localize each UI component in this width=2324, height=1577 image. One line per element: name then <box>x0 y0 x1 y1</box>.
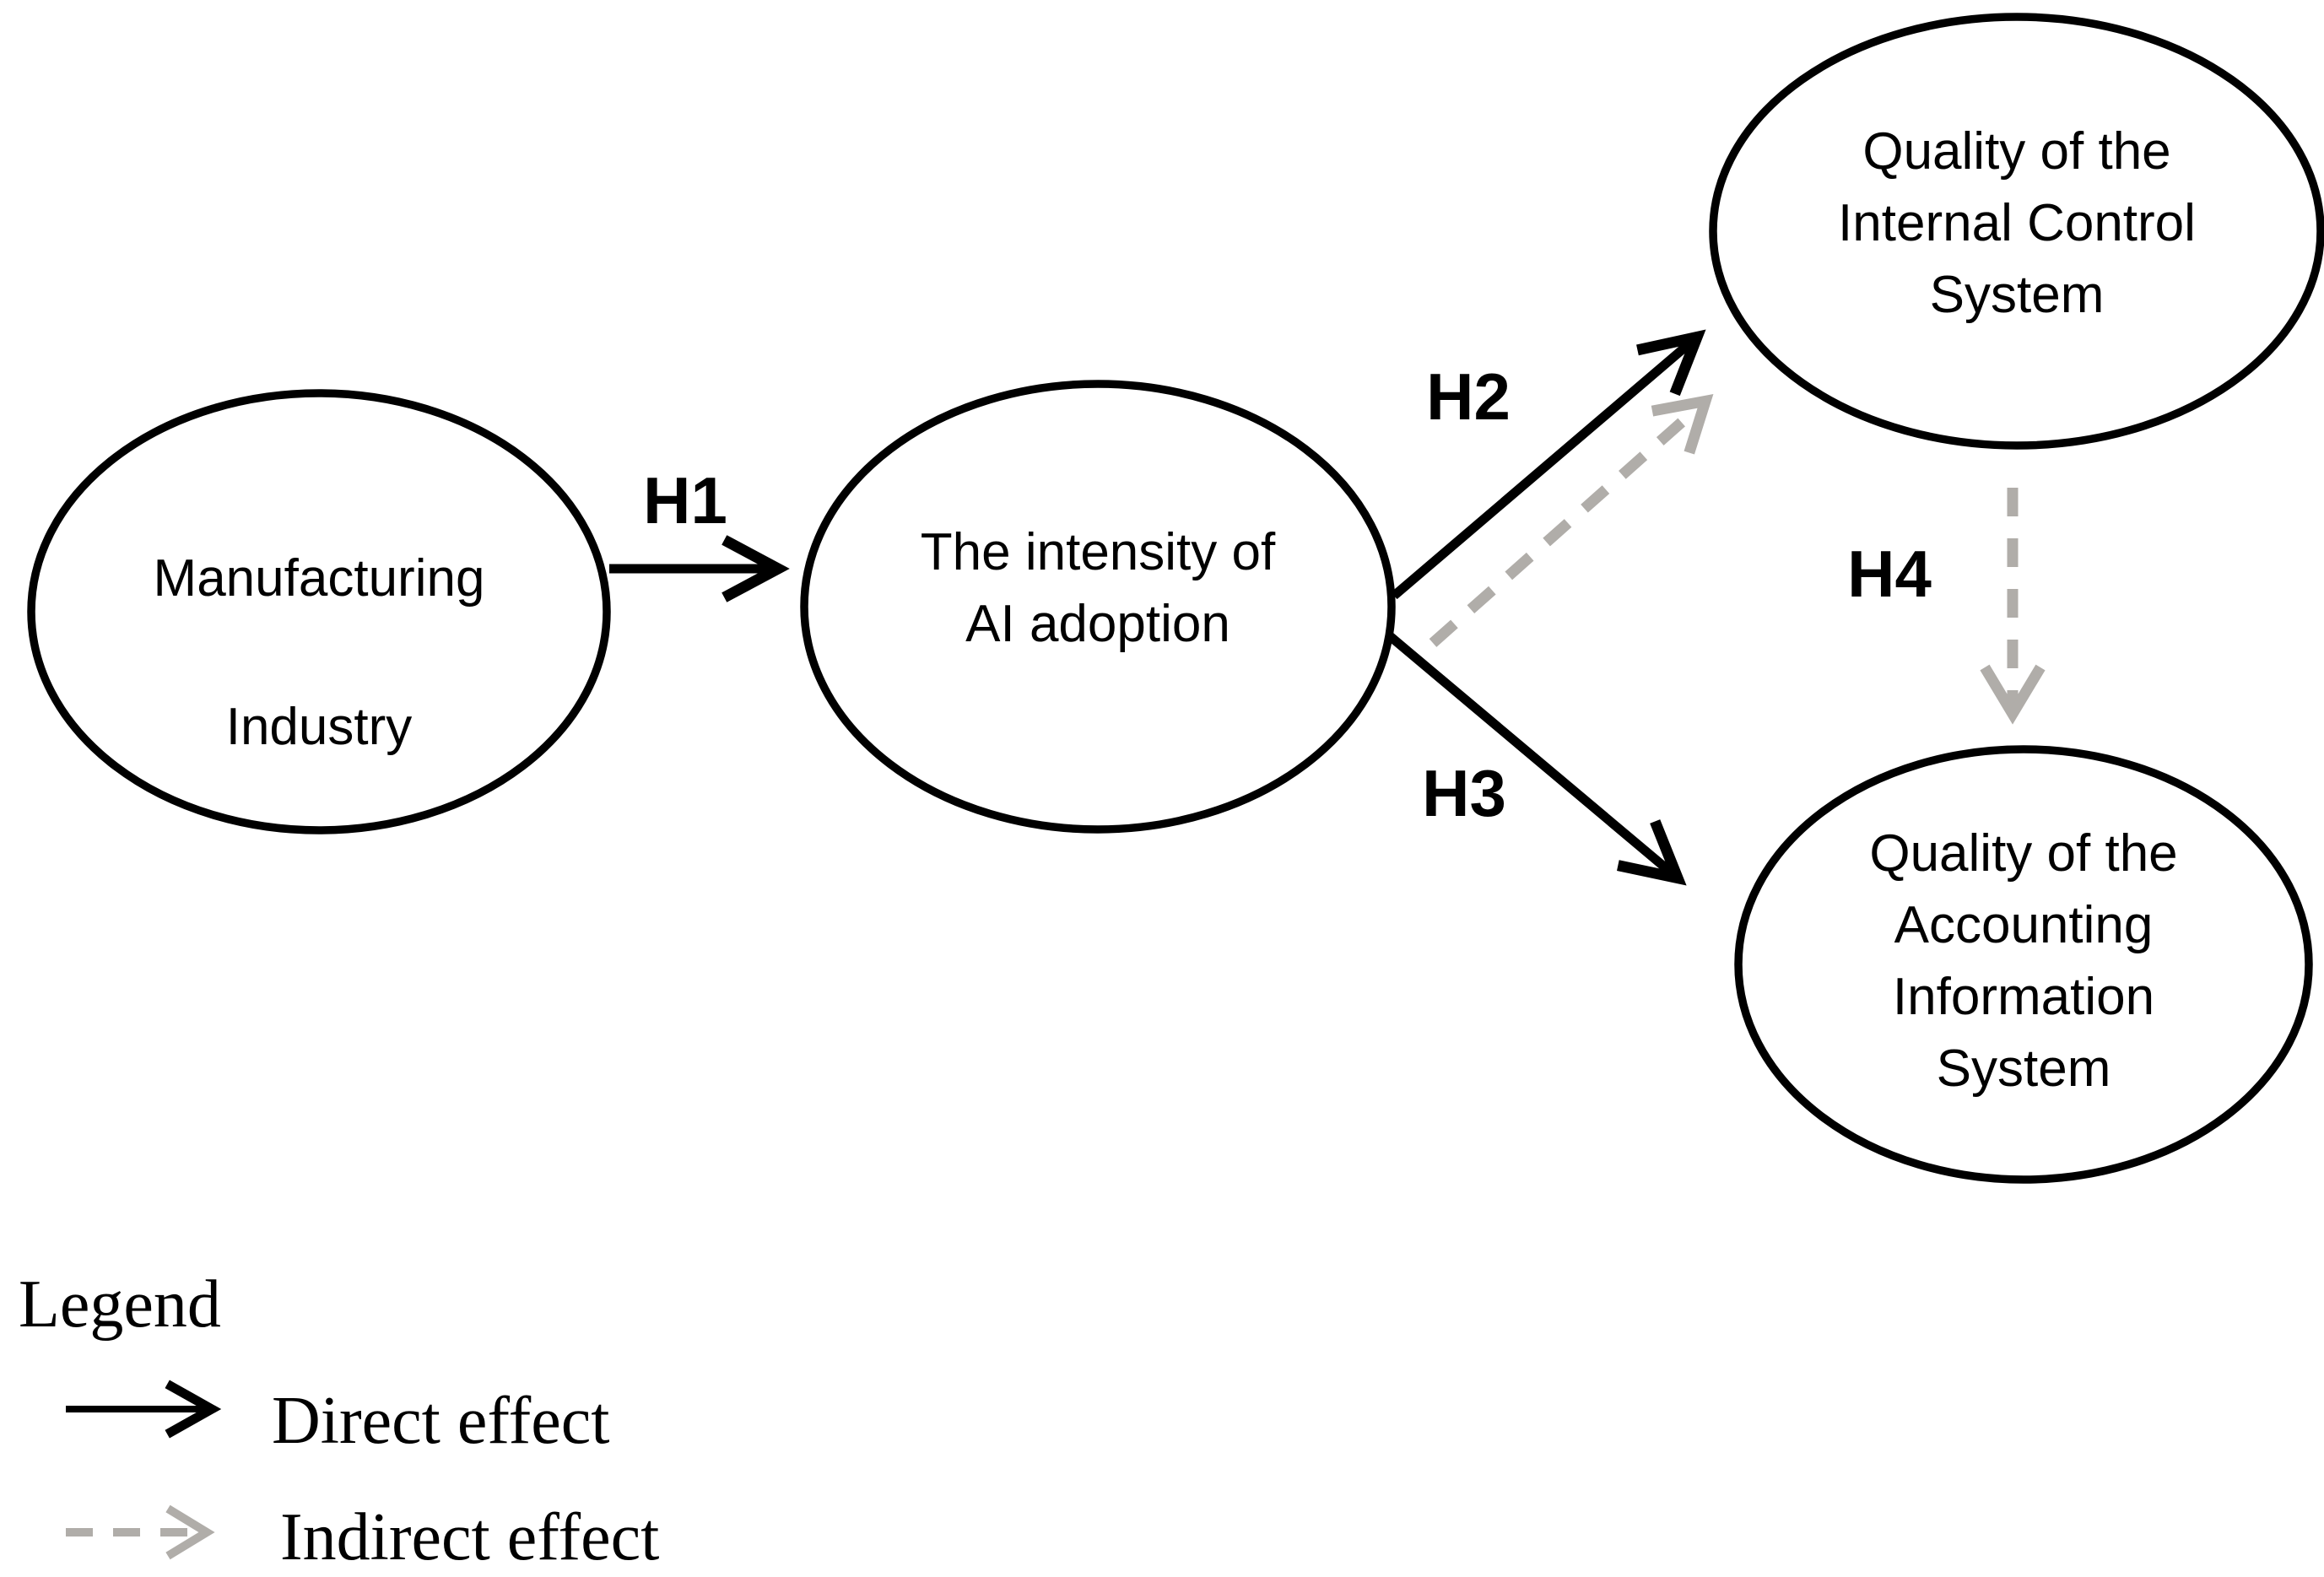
node-label-line: System <box>1930 266 2105 324</box>
node-ellipse-manufacturing-industry <box>27 389 611 834</box>
node-ellipse-accounting-information-quality <box>1734 745 2313 1184</box>
edge-label-h4: H4 <box>1847 537 1932 611</box>
node-ai-adoption-intensity: The intensity of AI adoption <box>800 380 1396 834</box>
node-label-line: Quality of the <box>1862 122 2170 181</box>
edge-h2-direct-arrow <box>1391 329 1706 600</box>
legend-item-indirect: Indirect effect <box>66 1500 659 1574</box>
node-label-line: Information <box>1893 968 2154 1026</box>
node-accounting-information-quality: Quality of the Accounting Information Sy… <box>1734 745 2313 1184</box>
edge-label-h2: H2 <box>1426 359 1511 434</box>
edges <box>609 329 2046 886</box>
node-label-line: AI adoption <box>965 595 1230 653</box>
node-internal-control-quality: Quality of the Internal Control System <box>1709 13 2324 450</box>
node-label-line: Industry <box>226 698 413 756</box>
edge-label-h1: H1 <box>643 463 727 537</box>
edge-mediated-indirect-arrow <box>1429 393 1714 647</box>
legend-item-direct: Direct effect <box>66 1380 609 1458</box>
node-ellipse-internal-control-quality <box>1709 13 2324 450</box>
node-label-line: Internal Control <box>1838 194 2196 252</box>
edge-h3-direct-arrow <box>1381 627 1687 886</box>
legend-item-label: Indirect effect <box>280 1500 659 1574</box>
edge-label-h3: H3 <box>1422 756 1506 830</box>
node-label-line: Manufacturing <box>154 549 485 608</box>
node-label-line: Accounting <box>1894 896 2154 954</box>
legend-title: Legend <box>19 1267 221 1342</box>
node-label-line: Quality of the <box>1869 824 2177 883</box>
node-manufacturing-industry: Manufacturing Industry <box>27 389 611 834</box>
edge-labels: H1 H2 H3 H4 <box>643 359 1932 830</box>
legend-item-label: Direct effect <box>272 1384 609 1458</box>
node-label-line: The intensity of <box>921 523 1276 581</box>
node-ellipse-ai-adoption-intensity <box>800 380 1396 834</box>
node-label-line: System <box>1937 1040 2111 1098</box>
legend: Legend Direct effect Indirect effect <box>19 1267 659 1574</box>
